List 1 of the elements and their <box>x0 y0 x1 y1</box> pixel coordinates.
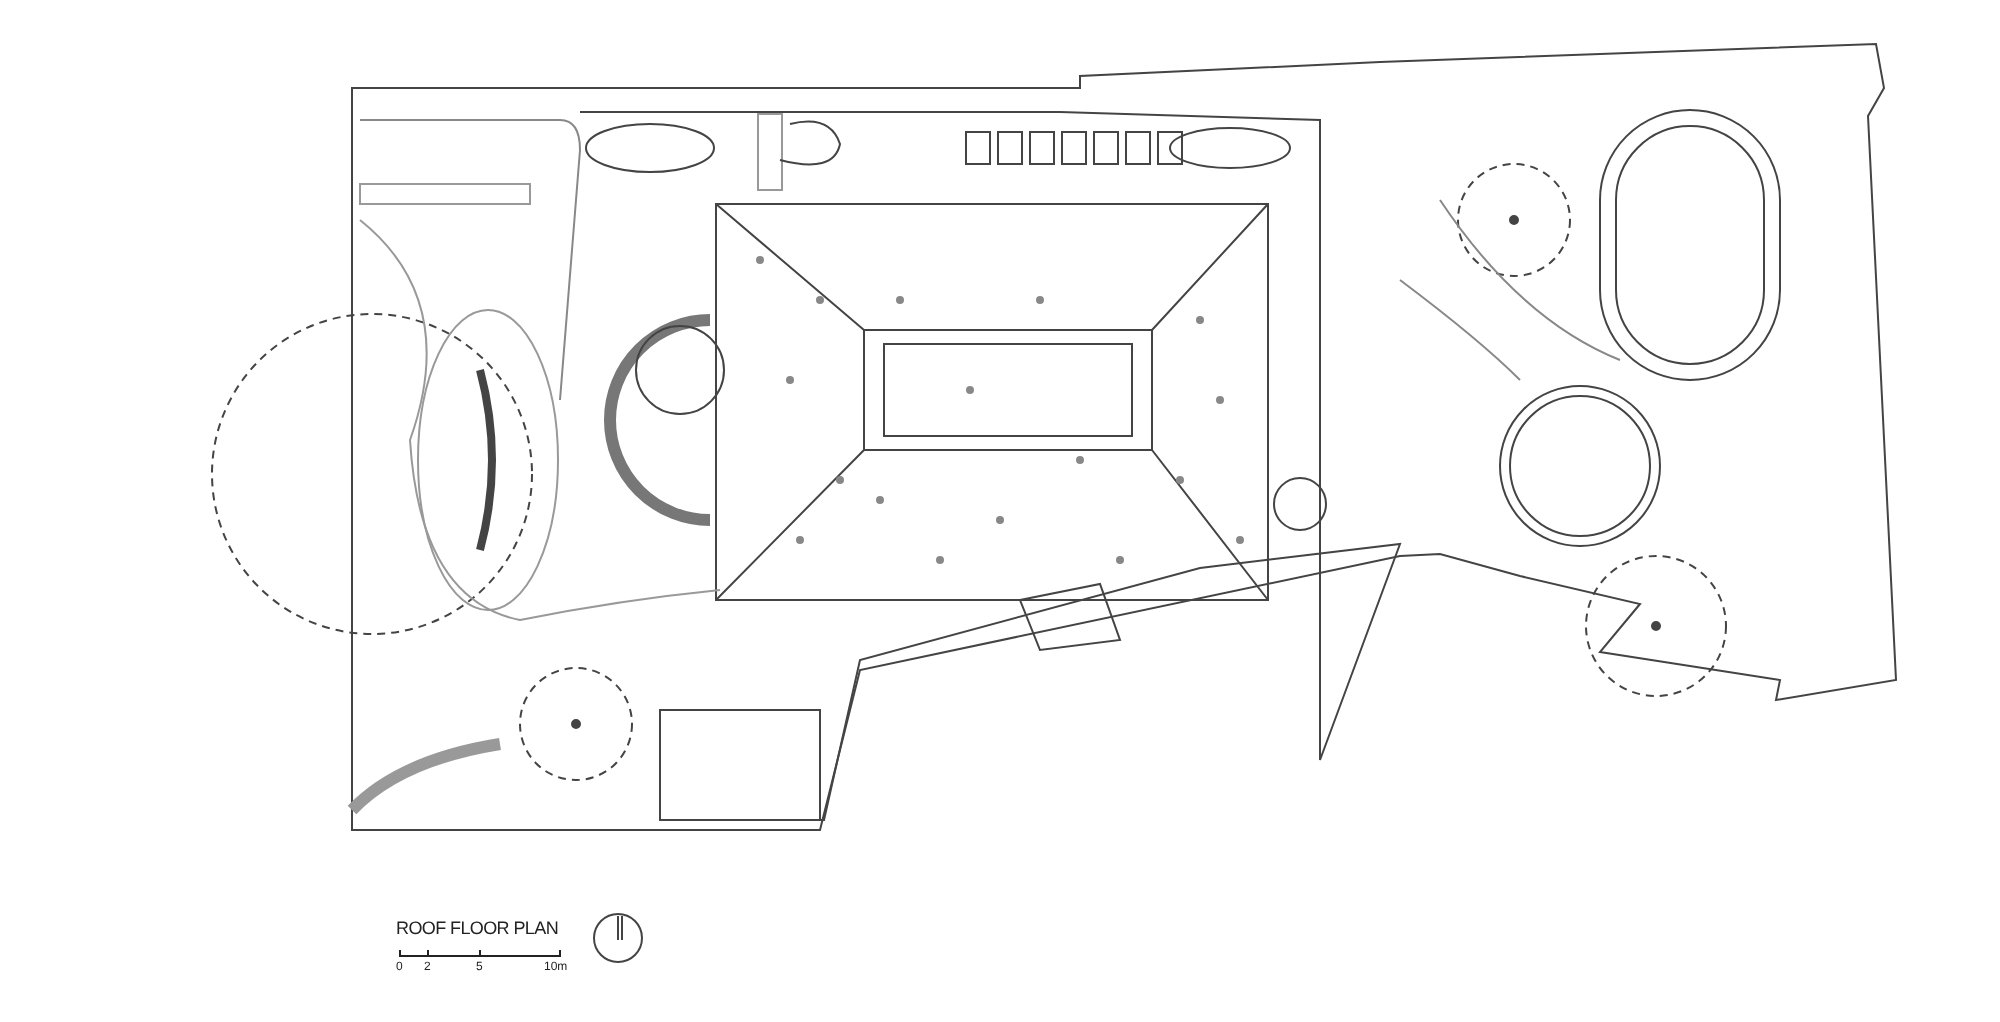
plan-title: ROOF FLOOR PLAN <box>396 920 559 938</box>
